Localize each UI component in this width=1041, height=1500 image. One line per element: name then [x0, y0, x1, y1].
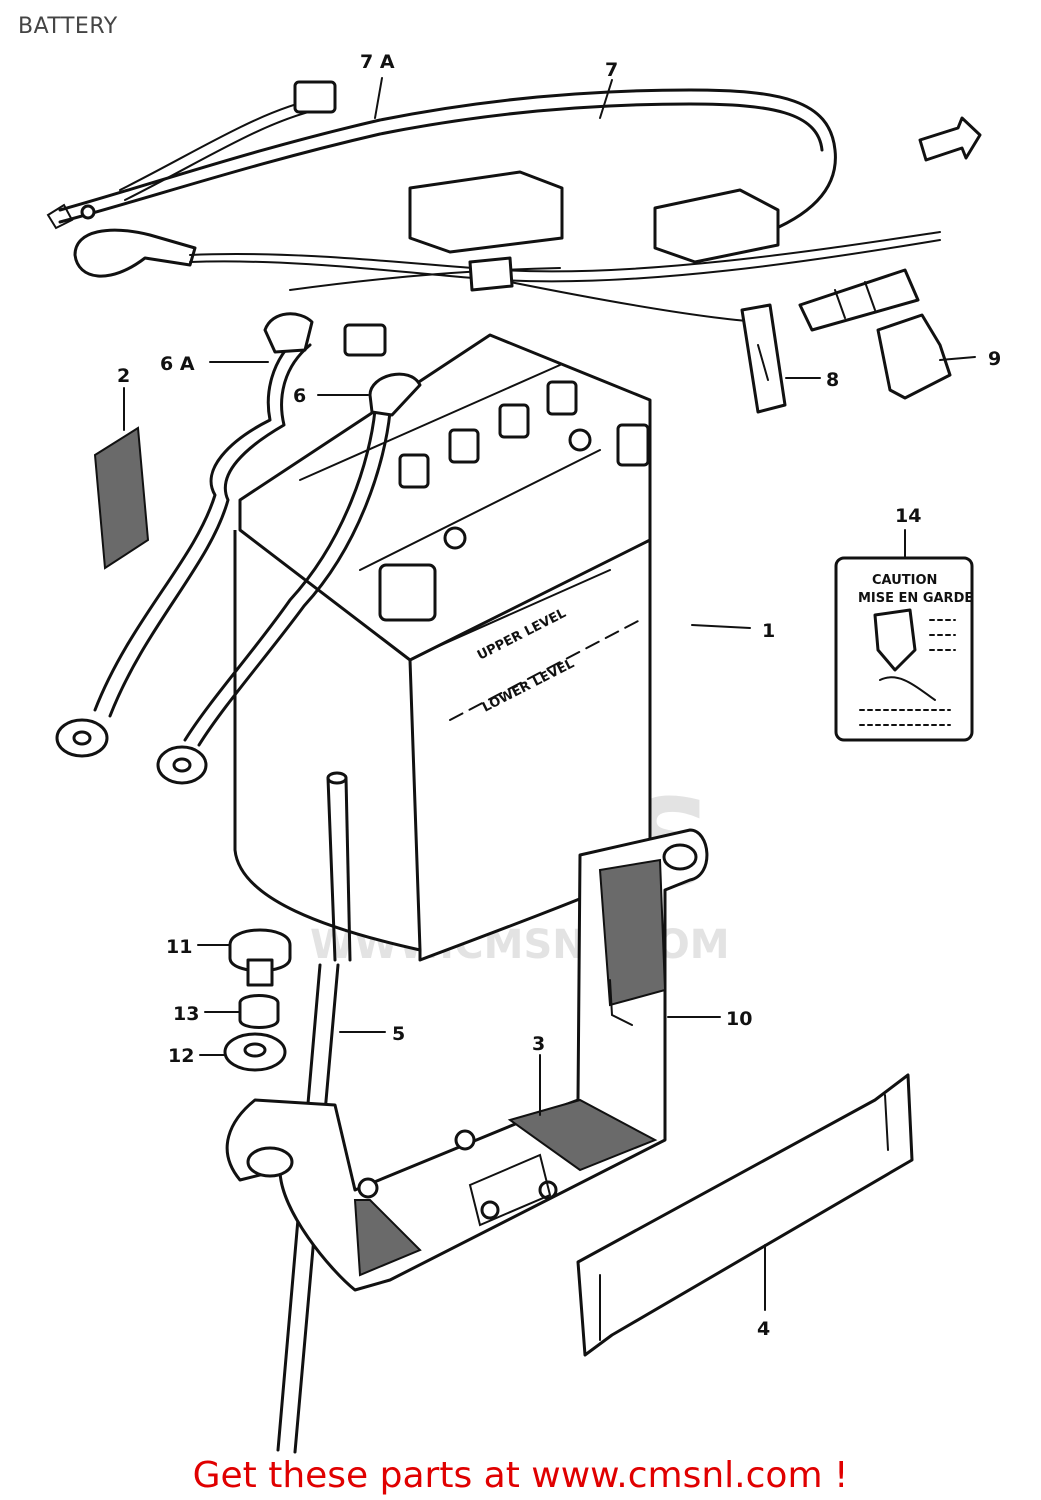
wiring-harness — [46, 80, 982, 332]
callout-9: 9 — [988, 348, 1001, 370]
callout-13: 13 — [173, 1003, 199, 1025]
battery-pad — [93, 426, 150, 570]
tray-pad-lower — [507, 1098, 658, 1172]
collar-nut — [238, 994, 280, 1029]
battery-bolt — [228, 928, 292, 987]
caution-label: CAUTION MISE EN GARDE — [834, 556, 974, 742]
rubber-washer — [223, 1032, 287, 1072]
tray-pad-upper — [598, 858, 667, 1007]
battery-terminal-cap — [73, 228, 197, 278]
callout-6a: 6 A — [160, 353, 195, 375]
callout-11: 11 — [166, 936, 192, 958]
caution-label-line1: CAUTION — [872, 573, 937, 588]
battery-terminal-positive — [378, 563, 437, 622]
callout-numbers: 1 2 3 4 5 6 6 A 7 7 A 8 9 10 11 12 13 14 — [117, 51, 1001, 1340]
page-title: BATTERY — [18, 14, 118, 39]
caution-label-line2: MISE EN GARDE — [858, 591, 973, 606]
harness-coupler-top — [293, 80, 337, 114]
callout-7: 7 — [605, 59, 618, 81]
battery: UPPER LEVEL LOWER LEVEL — [233, 333, 652, 962]
leader-lines — [123, 77, 976, 1311]
relay-block-right — [653, 188, 780, 264]
battery-vent-caps — [398, 380, 578, 489]
front-direction-arrow — [918, 116, 982, 162]
callout-6: 6 — [293, 385, 306, 407]
callout-4: 4 — [757, 1318, 770, 1340]
fuse-holder — [798, 268, 920, 332]
callout-3: 3 — [532, 1033, 545, 1055]
callout-7a: 7 A — [360, 51, 395, 73]
battery-top — [238, 333, 652, 662]
callout-1: 1 — [762, 620, 775, 642]
callout-8: 8 — [826, 369, 839, 391]
callout-5: 5 — [392, 1023, 405, 1045]
fuse — [740, 303, 787, 414]
callout-10: 10 — [726, 1008, 752, 1030]
footer-promo-link[interactable]: Get these parts at www.cmsnl.com ! — [192, 1455, 849, 1496]
tray-pad-side — [353, 1199, 422, 1277]
battery-tray — [225, 828, 709, 1292]
callout-12: 12 — [168, 1045, 194, 1067]
relay-block-left — [408, 170, 564, 254]
callout-14: 14 — [895, 505, 921, 527]
callout-2: 2 — [117, 365, 130, 387]
battery-cables — [55, 312, 422, 785]
fuse-clip — [876, 313, 952, 400]
battery-terminal-negative — [616, 423, 650, 467]
battery-band — [576, 1073, 914, 1357]
cable-coupler — [343, 323, 387, 357]
